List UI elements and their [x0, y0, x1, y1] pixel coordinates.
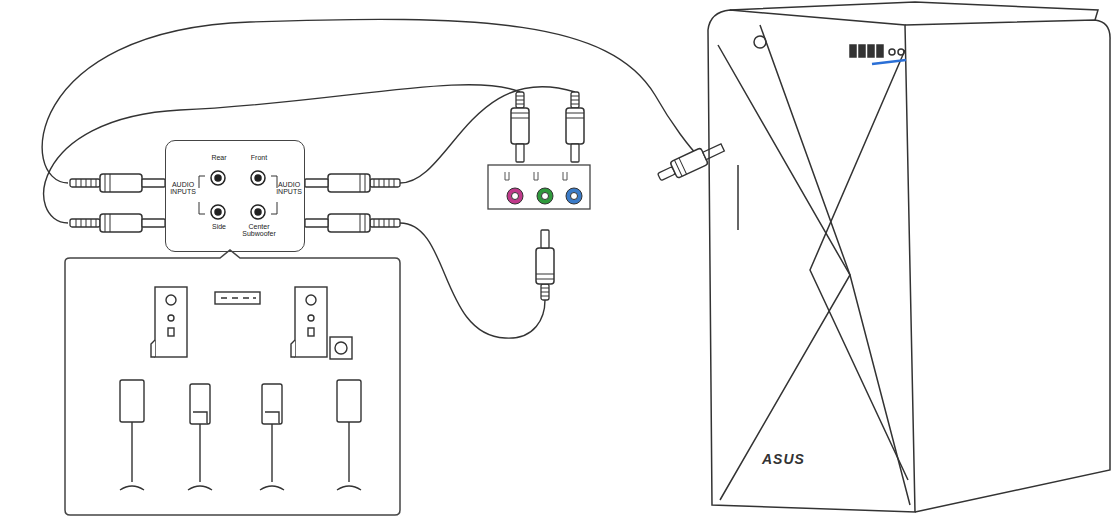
audio-plug	[70, 214, 165, 232]
bracket	[199, 176, 277, 214]
usb-port	[850, 45, 856, 57]
cable	[44, 85, 520, 223]
usb-port	[877, 45, 883, 57]
audio-jack-panel	[488, 165, 590, 209]
usb-port	[859, 45, 865, 57]
audio-plug	[305, 174, 400, 192]
pc-tower: ASUS	[700, 0, 1115, 520]
speaker-callout	[65, 250, 400, 515]
jack-label: Side	[204, 223, 234, 230]
usb-port	[868, 45, 874, 57]
tower-line	[737, 165, 739, 230]
tower-line	[718, 45, 850, 500]
brand-logo: ASUS	[762, 452, 832, 467]
jack-label: Center Subwoofer	[236, 223, 282, 238]
tower-outline	[700, 0, 1115, 520]
power-button	[754, 36, 766, 48]
jack-label: Front	[244, 154, 274, 161]
speaker-input-panel: Rear FrontAUDIO INPUTS AUDIO INPUTS SideCen…	[165, 140, 305, 252]
audio-plug	[70, 174, 165, 192]
audio-plug	[536, 230, 554, 300]
tower-line	[730, 2, 1098, 20]
speakers	[120, 287, 361, 490]
tower-line	[810, 50, 908, 480]
audio-plug	[566, 92, 584, 162]
tower-line	[905, 20, 1110, 512]
cable	[400, 223, 545, 338]
tower-line	[708, 10, 915, 512]
cables	[42, 19, 700, 338]
audio-plug	[511, 92, 529, 162]
audio-plug	[305, 214, 400, 232]
tower-line	[760, 25, 910, 505]
cable	[42, 19, 700, 183]
port-accent	[872, 60, 906, 64]
front-audio-plug	[655, 139, 726, 185]
audio-inputs-label: AUDIO INPUTS	[274, 181, 304, 196]
audio-port	[898, 49, 904, 55]
jack-label: Rear	[204, 154, 234, 161]
audio-port	[889, 49, 895, 55]
tower-body	[708, 2, 1110, 512]
speaker-jacks	[211, 171, 265, 219]
audio-inputs-label: AUDIO INPUTS	[168, 181, 198, 196]
